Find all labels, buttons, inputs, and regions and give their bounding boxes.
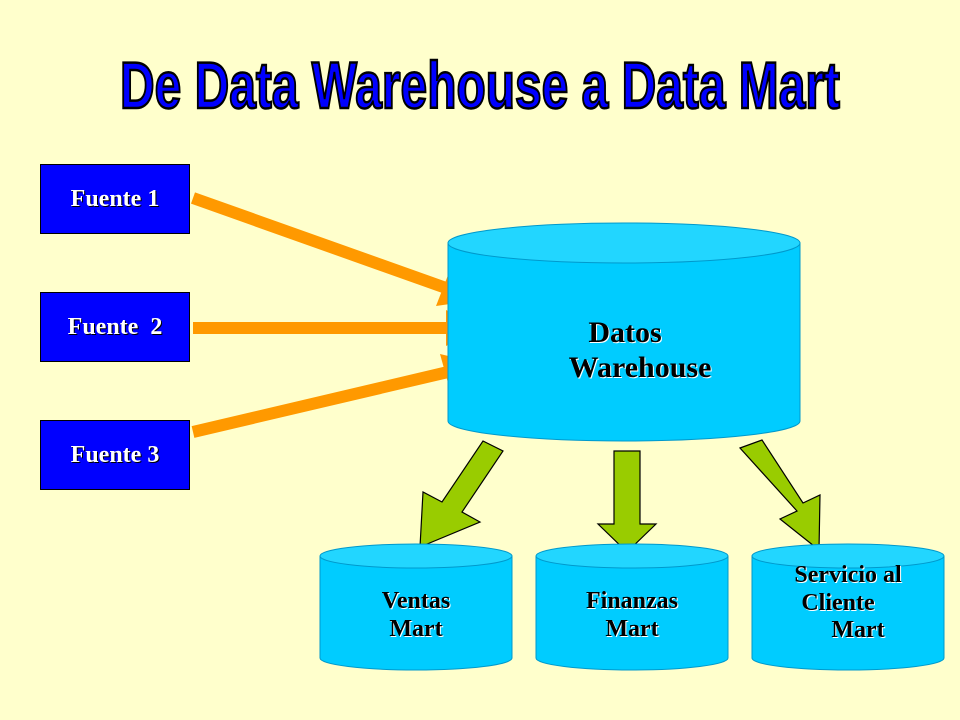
mart-label-ventas-line2: Mart xyxy=(389,615,443,642)
mart-label-finanzas-line2: Mart xyxy=(605,615,659,642)
diagram-title: De Data Warehouse a Data Mart xyxy=(119,47,842,124)
warehouse-cylinder xyxy=(447,222,801,442)
diagram-title-text: De Data Warehouse a Data Mart xyxy=(120,48,840,122)
source-box-1: Fuente 1 xyxy=(40,164,190,234)
arrow-warehouse-to-ventas xyxy=(419,440,504,548)
mart-label-servicio: Servicio al Cliente Mart xyxy=(762,562,934,645)
arrow-fuente3-to-warehouse xyxy=(191,354,482,438)
warehouse-label-line1: Datos xyxy=(588,316,662,349)
mart-cylinder-ventas xyxy=(319,543,513,671)
arrow-warehouse-to-finanzas xyxy=(596,450,658,553)
source-box-3: Fuente 3 xyxy=(40,420,190,490)
arrow-fuente2-to-warehouse xyxy=(193,310,482,346)
mart-label-ventas-line1: Ventas xyxy=(381,588,451,614)
mart-label-finanzas-line1: Finanzas xyxy=(585,588,678,614)
mart-label-servicio-line1: Servicio al xyxy=(794,562,902,588)
warehouse-label-line2: Warehouse xyxy=(568,350,712,384)
arrow-warehouse-to-servicio xyxy=(738,439,821,552)
diagram-title-container: De Data Warehouse a Data Mart xyxy=(0,40,960,130)
green-arrows xyxy=(419,439,821,553)
mart-cylinder-finanzas xyxy=(535,543,729,671)
mart-label-servicio-line2: Cliente xyxy=(801,589,875,616)
mart-cylinder-servicio xyxy=(751,543,945,671)
warehouse-label: Datos Warehouse xyxy=(540,316,740,385)
source-box-2: Fuente 2 xyxy=(40,292,190,362)
orange-arrows xyxy=(190,192,482,438)
source-label-1: Fuente 1 xyxy=(70,185,160,212)
arrow-fuente1-to-warehouse xyxy=(190,192,478,306)
mart-label-finanzas: Finanzas Mart xyxy=(546,588,718,643)
mart-label-servicio-line3: Mart xyxy=(831,617,885,644)
source-label-3: Fuente 3 xyxy=(70,441,160,468)
mart-label-ventas: Ventas Mart xyxy=(330,588,502,643)
source-label-2: Fuente 2 xyxy=(67,313,163,340)
